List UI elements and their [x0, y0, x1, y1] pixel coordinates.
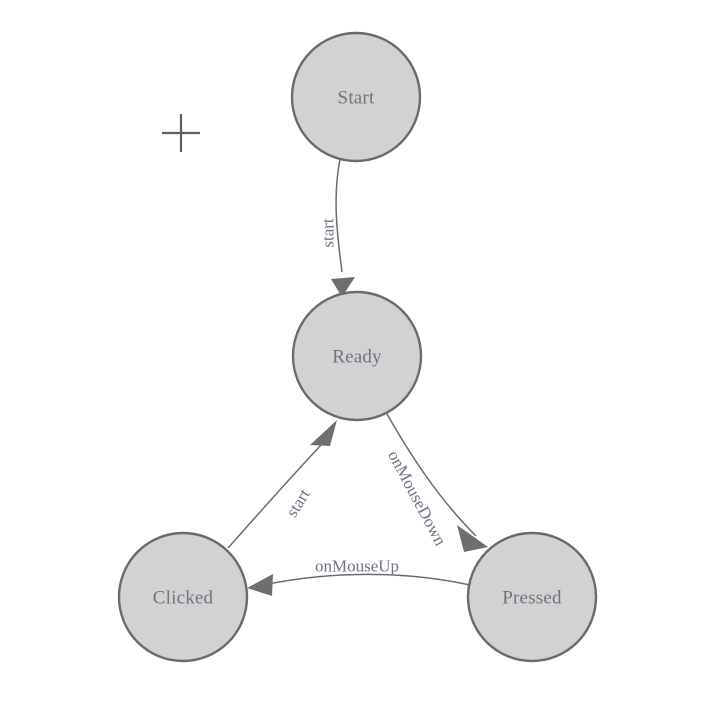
- arrowhead-pressed-to-clicked: [247, 574, 273, 596]
- node-clicked-circle[interactable]: [117, 531, 249, 663]
- edge-label-clicked-to-ready: start: [282, 485, 314, 520]
- edge-label-pressed-to-clicked: onMouseUp: [315, 557, 399, 576]
- node-pressed[interactable]: Pressed: [466, 531, 598, 663]
- node-pressed-circle[interactable]: [466, 531, 598, 663]
- node-clicked-label: Clicked: [153, 588, 214, 609]
- edge-path-start-to-ready: [335, 158, 343, 273]
- edge-label-start-to-ready: start: [319, 218, 338, 248]
- edge-clicked-to-ready[interactable]: start: [227, 420, 337, 549]
- node-pressed-label: Pressed: [502, 588, 562, 609]
- node-start-label: Start: [338, 88, 375, 109]
- arrowhead-ready-to-pressed: [457, 525, 488, 552]
- node-ready[interactable]: Ready: [291, 290, 423, 422]
- node-start-circle[interactable]: [290, 31, 422, 163]
- edge-ready-to-pressed[interactable]: onMouseDown: [384, 413, 488, 552]
- node-ready-circle[interactable]: [291, 290, 423, 422]
- edge-path-ready-to-pressed: [386, 413, 477, 537]
- edge-path-clicked-to-ready: [227, 443, 323, 549]
- node-ready-label: Ready: [332, 347, 382, 368]
- edge-pressed-to-clicked[interactable]: onMouseUp: [247, 557, 471, 597]
- node-start[interactable]: Start: [290, 31, 422, 163]
- crosshair-icon: [162, 114, 200, 152]
- edge-start-to-ready[interactable]: start: [319, 158, 356, 297]
- edge-path-pressed-to-clicked: [267, 573, 471, 586]
- arrowhead-start-to-ready: [331, 277, 355, 297]
- arrowhead-clicked-to-ready: [310, 420, 337, 446]
- node-clicked[interactable]: Clicked: [117, 531, 249, 663]
